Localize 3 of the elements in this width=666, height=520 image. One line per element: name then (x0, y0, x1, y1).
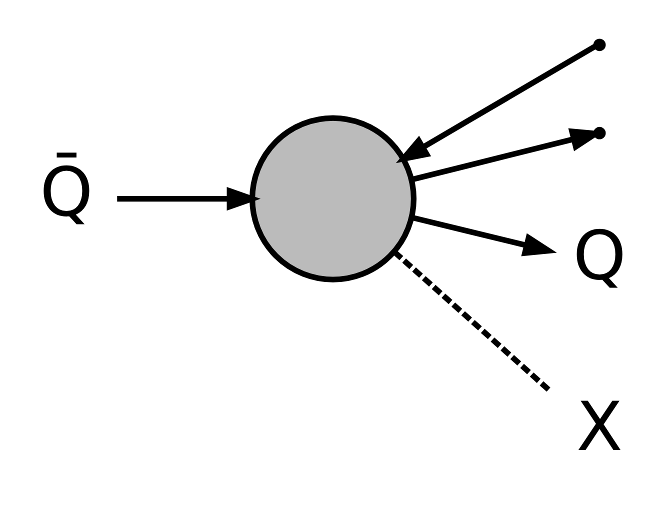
node-text: Q̄ (40, 152, 94, 232)
node-text: X (576, 386, 623, 466)
node-text: Q (572, 216, 626, 296)
